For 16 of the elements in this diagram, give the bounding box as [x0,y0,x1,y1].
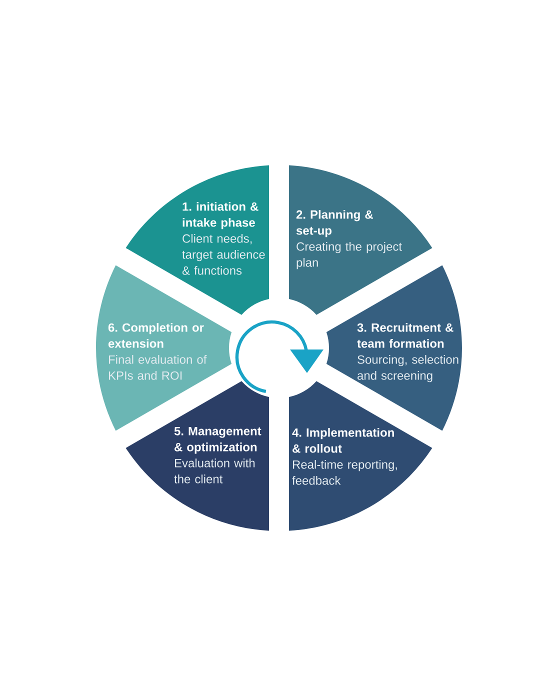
step-description: Sourcing, selection and screening [358,355,458,382]
ring-segment [126,381,269,531]
step-title: 4. Implementation & rollout [292,428,394,453]
step-description: Evaluation with the client [174,458,255,484]
ring-segment [289,165,432,315]
step-description: Final evaluation of KPIs and ROI [109,355,207,380]
ring-segment [126,165,269,315]
step-description: Creating the project plan [296,242,402,270]
step-description: Real-time reporting, feedback [292,460,397,485]
step-title: 3. Recruitment & team formation [357,323,454,348]
step-title: 2. Planning & set-up [296,210,373,238]
ring-segment [289,381,432,531]
step-title: 1. initiation & intake phase [182,202,258,230]
step-title: 6. Completion or extension [108,323,204,348]
step-title: 5. Management & optimization [174,427,262,454]
step-description: Client needs, target audience & functions [182,234,265,275]
